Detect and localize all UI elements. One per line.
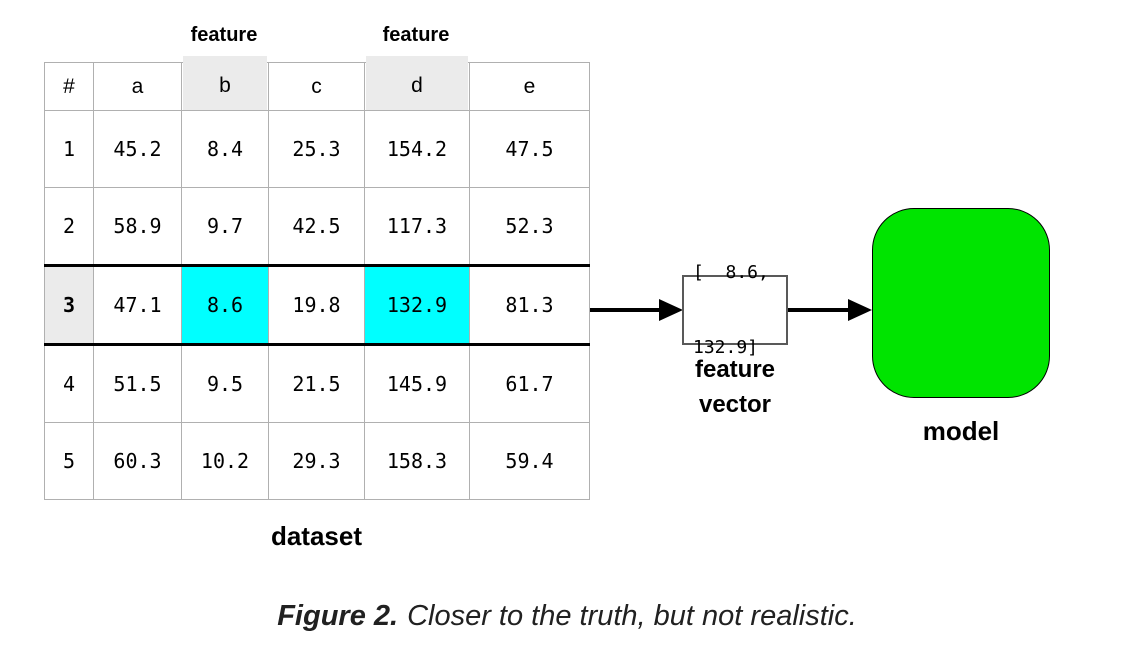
column-header-a: a — [93, 62, 182, 111]
dataset-table: # a c e 1 45.2 8.4 25.3 154.2 47.5 2 58.… — [44, 62, 590, 500]
feature-vector-label-line2: vector — [698, 391, 772, 418]
flow-arrows — [590, 299, 872, 321]
model-box — [872, 208, 1050, 398]
cell-e: 59.4 — [469, 422, 590, 500]
arrow-table-to-vector — [590, 299, 683, 321]
cell-b: 8.6 — [181, 264, 269, 346]
feature-vector-label: feature vector — [660, 352, 810, 422]
cell-e: 52.3 — [469, 187, 590, 266]
arrow-vector-to-model — [788, 299, 872, 321]
row-number-cell: 4 — [44, 344, 94, 423]
cell-d: 158.3 — [364, 422, 470, 500]
header-highlight-column-b: b — [183, 56, 267, 110]
cell-b: 9.5 — [181, 344, 269, 423]
feature-vector-label-line1: feature — [694, 356, 776, 383]
cell-b: 9.7 — [181, 187, 269, 266]
feature-label-column-d: feature — [382, 24, 450, 46]
cell-c: 19.8 — [268, 264, 365, 346]
cell-b: 8.4 — [181, 110, 269, 188]
column-header-b: b — [219, 74, 231, 97]
cell-b: 10.2 — [181, 422, 269, 500]
figure-caption-text: Closer to the truth, but not realistic. — [407, 600, 857, 632]
row-number-cell: 1 — [44, 110, 94, 188]
cell-a: 58.9 — [93, 187, 182, 266]
column-header-d: d — [411, 74, 423, 97]
row-number-cell: 3 — [44, 264, 94, 346]
row-number-cell: 5 — [44, 422, 94, 500]
table-row: 2 58.9 9.7 42.5 117.3 52.3 — [44, 187, 590, 266]
table-row: 4 51.5 9.5 21.5 145.9 61.7 — [44, 344, 590, 423]
table-header-row: # a c e — [44, 62, 590, 111]
header-highlight-column-d: d — [366, 56, 468, 110]
feature-vector-line2: 132.9] — [693, 337, 759, 358]
dataset-label: dataset — [270, 521, 363, 551]
table-body: 1 45.2 8.4 25.3 154.2 47.5 2 58.9 9.7 42… — [44, 110, 590, 500]
cell-c: 29.3 — [268, 422, 365, 500]
table-row: 3 47.1 8.6 19.8 132.9 81.3 — [44, 264, 590, 346]
cell-d: 145.9 — [364, 344, 470, 423]
feature-vector-box: [ 8.6, 132.9] — [682, 262, 788, 358]
feature-vector-values: [ 8.6, 132.9] — [693, 210, 769, 410]
cell-d: 117.3 — [364, 187, 470, 266]
cell-e: 81.3 — [469, 264, 590, 346]
table-row: 5 60.3 10.2 29.3 158.3 59.4 — [44, 422, 590, 500]
column-header-c: c — [268, 62, 365, 111]
cell-d: 154.2 — [364, 110, 470, 188]
figure-caption-number: Figure 2. — [277, 600, 399, 632]
figure-caption: Figure 2.Closer to the truth, but not re… — [0, 600, 1134, 633]
cell-a: 60.3 — [93, 422, 182, 500]
cell-a: 51.5 — [93, 344, 182, 423]
feature-label-column-b: feature — [190, 24, 258, 46]
table-row: 1 45.2 8.4 25.3 154.2 47.5 — [44, 110, 590, 188]
cell-a: 45.2 — [93, 110, 182, 188]
cell-c: 21.5 — [268, 344, 365, 423]
feature-vector-line1: [ 8.6, — [693, 262, 769, 283]
cell-a: 47.1 — [93, 264, 182, 346]
cell-c: 25.3 — [268, 110, 365, 188]
cell-c: 42.5 — [268, 187, 365, 266]
cell-e: 47.5 — [469, 110, 590, 188]
cell-e: 61.7 — [469, 344, 590, 423]
row-number-cell: 2 — [44, 187, 94, 266]
model-label: model — [922, 416, 1000, 446]
table-header: # a c e — [44, 62, 590, 111]
cell-d: 132.9 — [364, 264, 470, 346]
column-header-n: # — [44, 62, 94, 111]
column-header-e: e — [469, 62, 590, 111]
